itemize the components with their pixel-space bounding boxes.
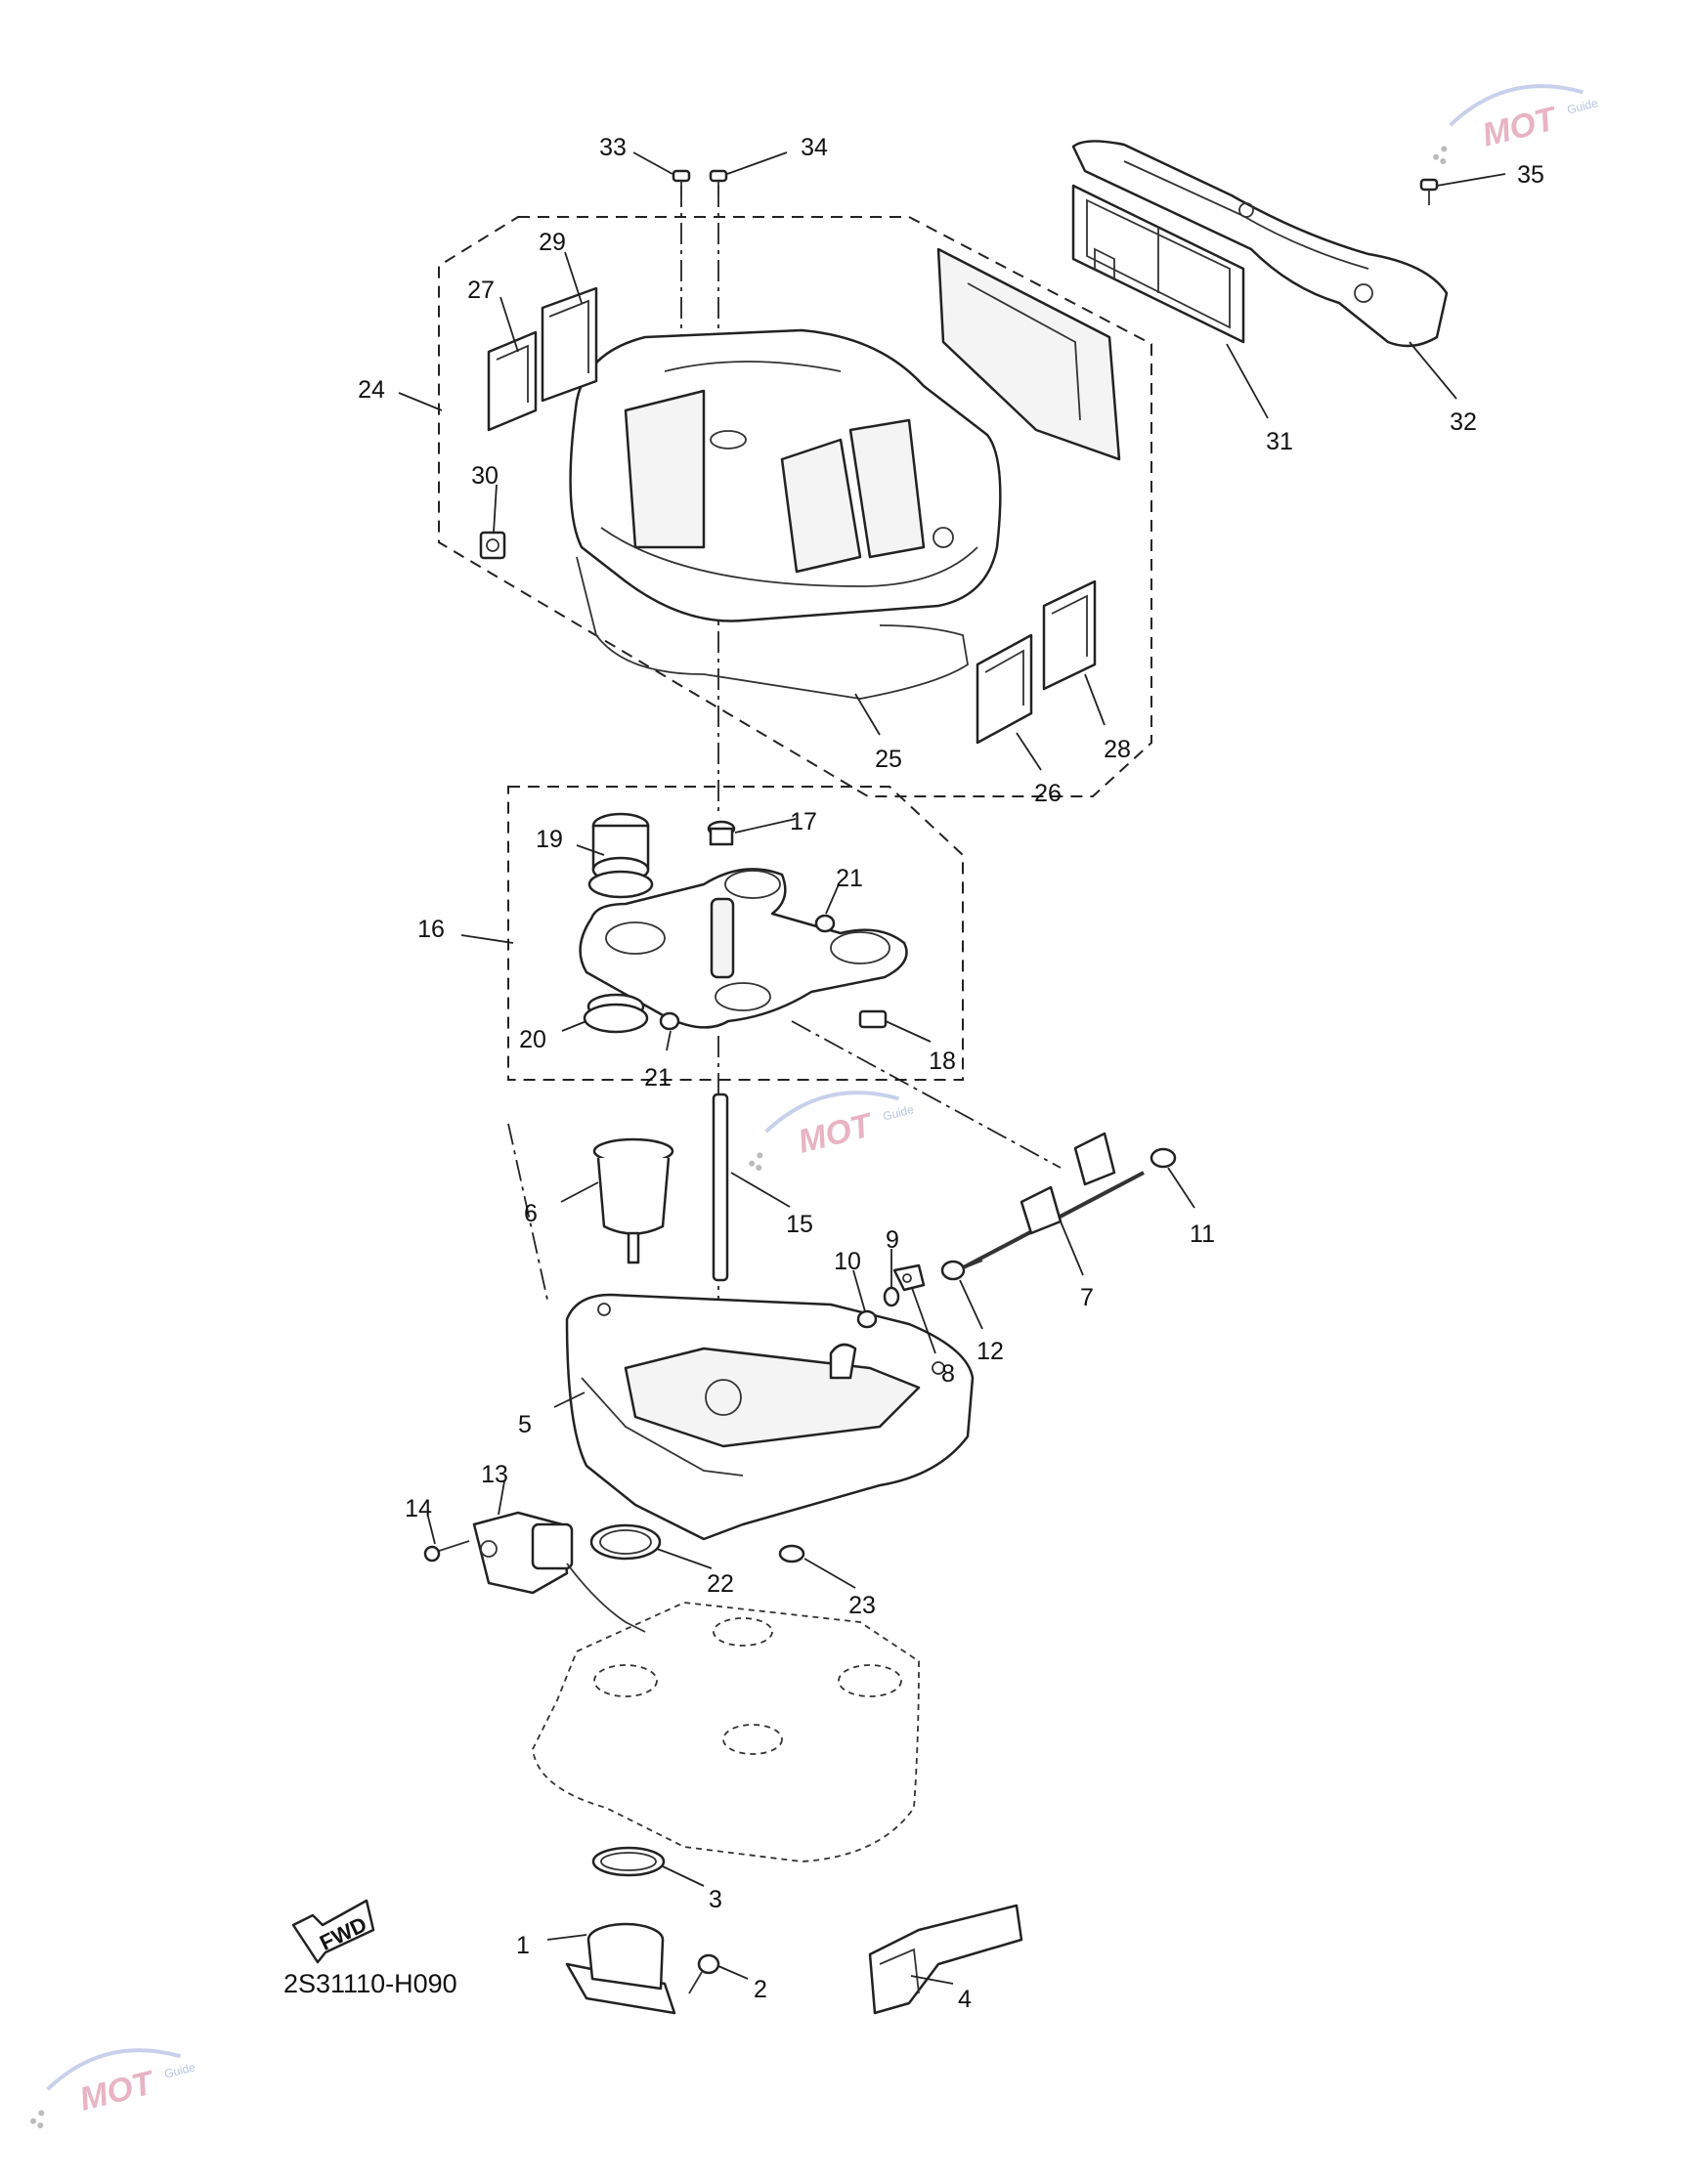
funnel-6 <box>592 1137 674 1264</box>
axis-line-13 <box>507 1123 548 1301</box>
shaft-7 <box>957 1132 1145 1272</box>
callout-22: 22 <box>707 1570 734 1598</box>
callout-31: 31 <box>1266 428 1293 455</box>
callout-23: 23 <box>848 1592 876 1619</box>
leader-lines <box>398 151 1506 1985</box>
clip-18 <box>858 1009 888 1029</box>
air-filter-case-cap-24 <box>569 328 1002 622</box>
watermark-center: MOT Guide <box>749 1091 916 1172</box>
watermark-text: MOT <box>795 1106 879 1161</box>
screw-35 <box>1419 178 1439 205</box>
callout-10: 10 <box>834 1248 861 1275</box>
callout-9: 9 <box>886 1226 899 1254</box>
callout-17: 17 <box>790 808 817 835</box>
bushing-11 <box>1150 1147 1177 1169</box>
callout-6: 6 <box>524 1200 538 1227</box>
callout-13: 13 <box>481 1461 508 1488</box>
callout-3: 3 <box>709 1886 722 1913</box>
callout-8: 8 <box>941 1360 955 1388</box>
element-holder <box>936 247 1121 461</box>
watermark-subtext: Guide <box>882 1102 916 1123</box>
callout-15: 15 <box>786 1211 813 1238</box>
callout-24: 24 <box>358 376 385 404</box>
screw-34 <box>709 169 728 195</box>
callout-35: 35 <box>1517 161 1544 189</box>
cylinder-head-phantom <box>532 1602 920 1863</box>
callout-19: 19 <box>536 826 563 853</box>
assembly-group-24-outline <box>438 216 1152 797</box>
clamp-3 <box>591 1846 666 1877</box>
duct-26 <box>976 633 1033 745</box>
clamp-30 <box>479 531 506 560</box>
callout-25: 25 <box>875 746 902 773</box>
watermark-subtext: Guide <box>1566 96 1600 116</box>
callout-12: 12 <box>976 1338 1004 1365</box>
joint-1 <box>565 1922 676 2015</box>
forward-direction-arrow: FWD <box>291 1899 375 1964</box>
callout-33: 33 <box>599 134 627 161</box>
callout-14: 14 <box>405 1495 432 1522</box>
gasket-25 <box>576 556 969 700</box>
diagram-code: 2S31110-H090 <box>283 1969 457 1998</box>
callout-21: 21 <box>836 865 863 892</box>
bolt-12 <box>940 1260 983 1281</box>
callout-28: 28 <box>1104 736 1131 763</box>
callout-2: 2 <box>754 1976 767 2003</box>
nut-21-upper <box>814 914 836 933</box>
callout-1: 1 <box>516 1932 530 1959</box>
nut-21-lower <box>659 1011 680 1031</box>
callout-11: 11 <box>1190 1220 1215 1248</box>
screw-17 <box>707 820 736 846</box>
joint-20 <box>583 993 649 1034</box>
callout-16: 16 <box>417 916 445 943</box>
callout-34: 34 <box>801 134 828 161</box>
cover-4 <box>868 1904 1023 2015</box>
callout-21: 21 <box>644 1064 672 1092</box>
watermark-subtext: Guide <box>163 2060 197 2080</box>
collar-9 <box>883 1286 900 1307</box>
nut-10 <box>856 1309 878 1329</box>
joint-19 <box>587 812 654 899</box>
callout-32: 32 <box>1450 408 1477 436</box>
duct-27 <box>487 330 538 432</box>
duct-29 <box>541 286 598 403</box>
callout-30: 30 <box>471 462 499 490</box>
callout-7: 7 <box>1080 1284 1094 1311</box>
plate-assembly <box>579 868 908 1029</box>
watermark-bottom-left: MOT Guide <box>30 2048 197 2129</box>
screw-2 <box>688 1953 720 1994</box>
callout-27: 27 <box>467 277 495 304</box>
callout-4: 4 <box>958 1986 972 2013</box>
duct-28 <box>1042 579 1097 691</box>
screw-33 <box>672 169 691 195</box>
callout-5: 5 <box>518 1411 532 1438</box>
watermark-top-right: MOT Guide <box>1433 84 1600 165</box>
axis-line-7 <box>791 1020 1062 1169</box>
cover-32 <box>1071 140 1449 348</box>
watermark-text: MOT <box>76 2064 160 2119</box>
callout-26: 26 <box>1034 780 1062 807</box>
plate-8 <box>892 1263 926 1292</box>
air-filter-case-5 <box>565 1293 975 1541</box>
air-filter-element-31 <box>1071 184 1245 344</box>
pipe-15 <box>712 1092 729 1282</box>
watermark-text: MOT <box>1479 100 1563 154</box>
callout-29: 29 <box>539 229 566 256</box>
bolt-14 <box>423 1540 470 1563</box>
callout-20: 20 <box>519 1026 546 1053</box>
callout-18: 18 <box>929 1048 956 1075</box>
cap-23 <box>778 1544 805 1563</box>
sensor-13 <box>472 1511 646 1633</box>
assembly-group-16-outline <box>507 786 964 1081</box>
callout-numbers: 1234567891011121314151617181920212122232… <box>358 134 1544 2013</box>
